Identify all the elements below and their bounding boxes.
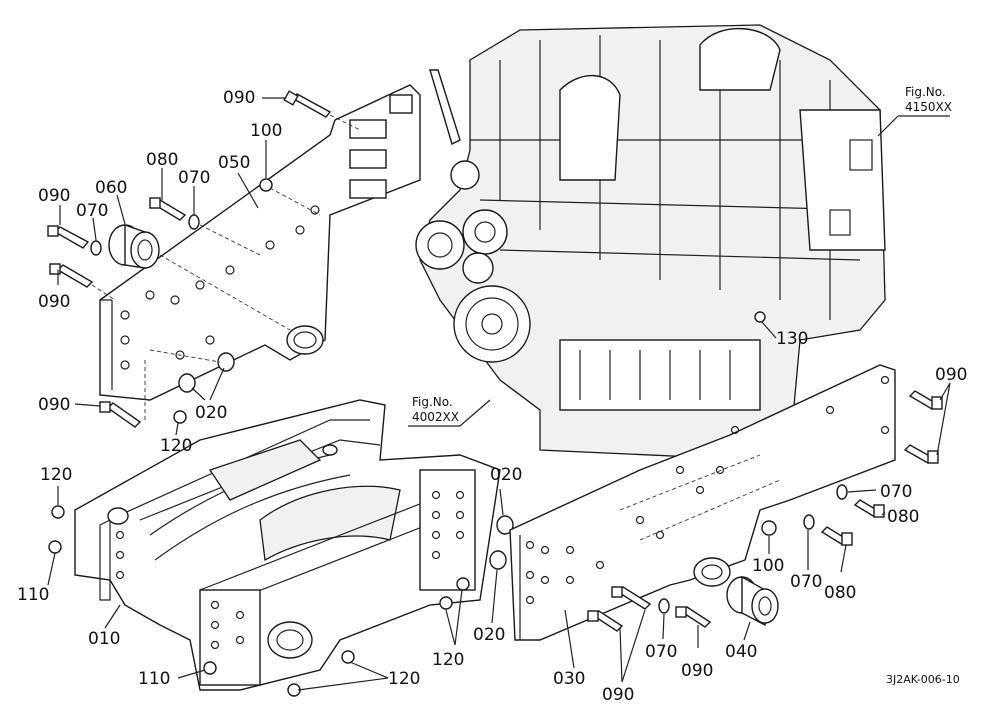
engine-assembly (415, 24, 886, 461)
label-060: 060 (95, 178, 127, 198)
label-090-right: 090 (935, 365, 967, 385)
label-120-bottom: 120 (388, 669, 420, 689)
label-070-bottom: 070 (645, 642, 677, 662)
label-090-left-a: 090 (38, 186, 70, 206)
label-070-left-b: 070 (76, 201, 108, 221)
left-fasteners (47, 90, 361, 428)
label-100-top: 100 (250, 121, 282, 141)
bracket-050 (99, 84, 421, 401)
label-080-left: 080 (146, 150, 178, 170)
label-080-right-a: 080 (824, 583, 856, 603)
label-020-left: 020 (195, 403, 227, 423)
label-040: 040 (725, 642, 757, 662)
label-090-left-b: 090 (38, 292, 70, 312)
right-fasteners (587, 390, 943, 632)
frame-fasteners (48, 311, 766, 697)
fig-ref-mid-line1: Fig.No. (412, 395, 453, 409)
fig-reference-mid: Fig.No. 4002XX (408, 395, 491, 427)
callout-labels: 090 100 050 080 070 090 060 070 090 090 … (17, 88, 967, 705)
label-080-right-b: 080 (887, 507, 919, 527)
label-110-left-a: 110 (17, 585, 49, 605)
bracket-030 (509, 364, 896, 641)
fig-ref-top-line1: Fig.No. (905, 85, 946, 99)
label-020-mid-a: 020 (490, 465, 522, 485)
label-090-bottom-b: 090 (681, 661, 713, 681)
label-120-left-b: 120 (40, 465, 72, 485)
drawing-code: 3J2AK-006-10 (886, 673, 960, 686)
label-050: 050 (218, 153, 250, 173)
label-070-left: 070 (178, 168, 210, 188)
label-090-top: 090 (223, 88, 255, 108)
fig-reference-top: Fig.No. 4150XX (877, 85, 952, 137)
fig-ref-mid-line2: 4002XX (412, 410, 459, 424)
label-120-mid: 120 (432, 650, 464, 670)
label-090-bottom-a: 090 (602, 685, 634, 705)
fig-ref-top-line2: 4150XX (905, 100, 952, 114)
label-120-left-a: 120 (160, 436, 192, 456)
main-frame-010 (74, 399, 501, 691)
label-090-left-c: 090 (38, 395, 70, 415)
leader-lines (47, 97, 951, 691)
label-130: 130 (776, 329, 808, 349)
label-020-mid-b: 020 (473, 625, 505, 645)
label-030: 030 (553, 669, 585, 689)
label-070-right-b: 070 (880, 482, 912, 502)
label-110-left-b: 110 (138, 669, 170, 689)
label-070-right-a: 070 (790, 572, 822, 592)
label-100-right: 100 (752, 556, 784, 576)
label-010: 010 (88, 629, 120, 649)
